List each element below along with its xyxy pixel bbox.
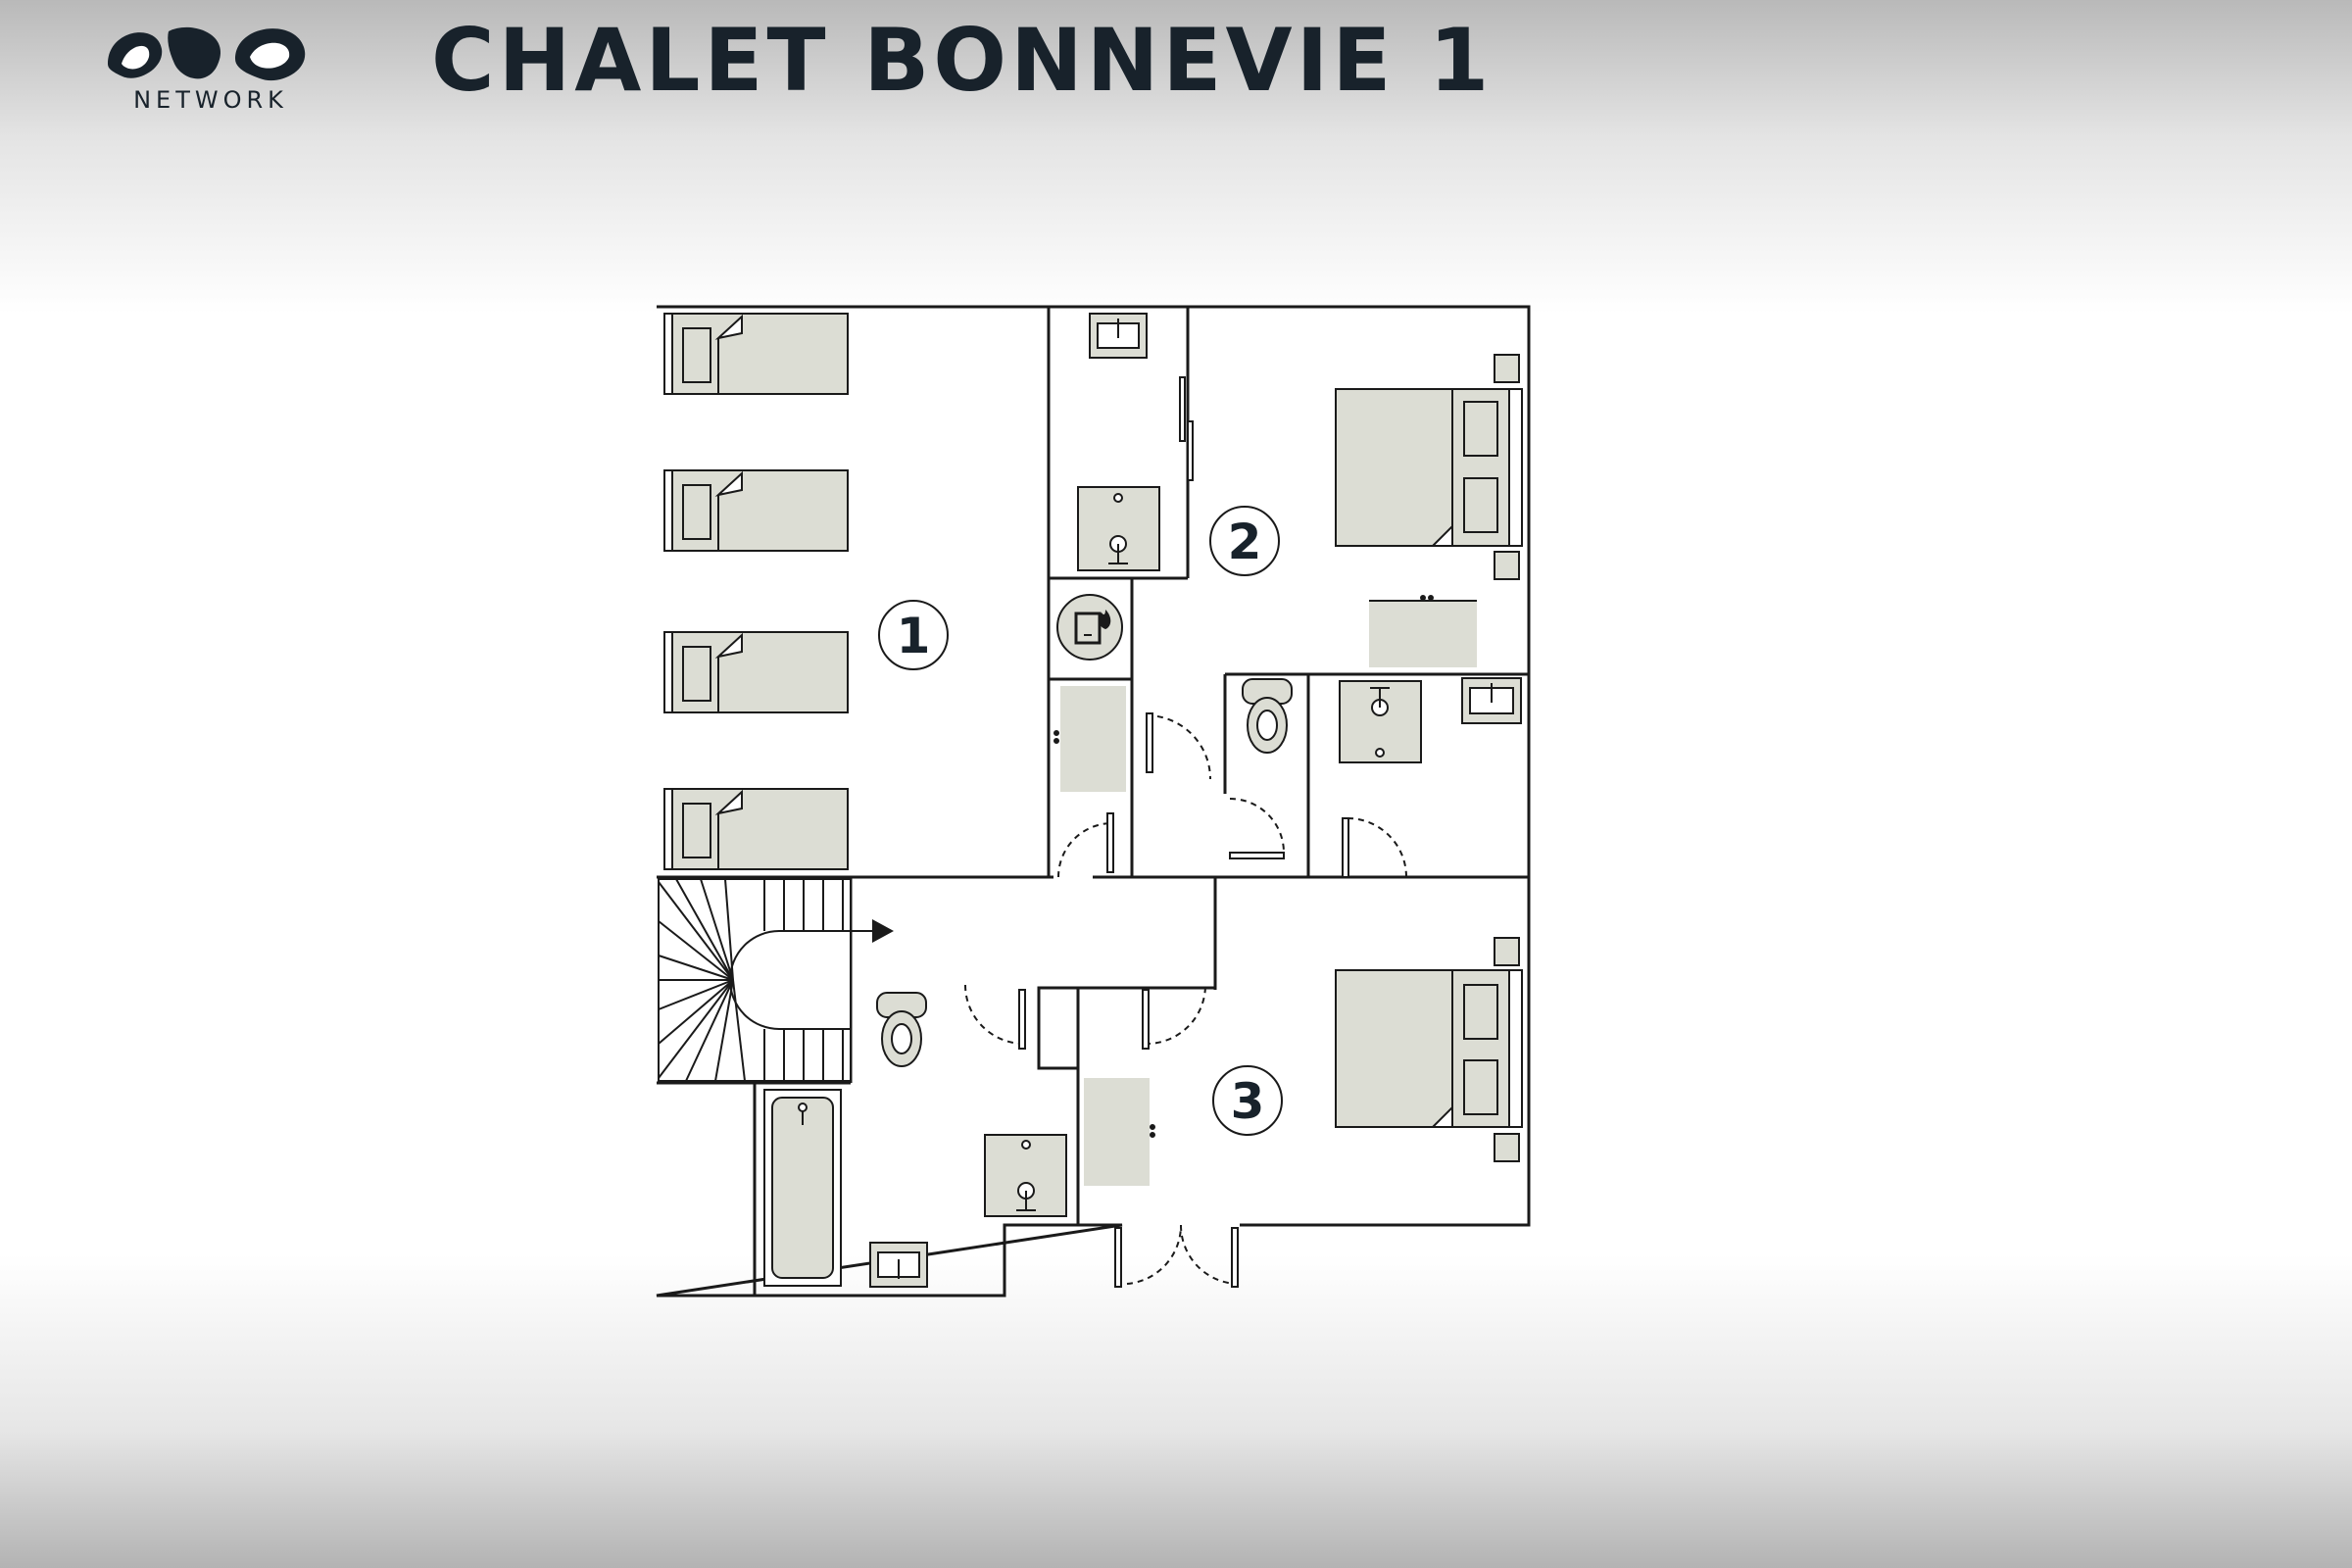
room-label-1: 1 xyxy=(878,600,949,670)
sink xyxy=(1461,677,1522,724)
nightstand xyxy=(1494,551,1520,580)
double-bed xyxy=(1335,354,1523,580)
svg-text:3: 3 xyxy=(1231,1073,1265,1130)
wardrobe xyxy=(1084,1078,1150,1186)
sink xyxy=(869,1242,928,1288)
nightstand xyxy=(1494,354,1520,383)
sliding-door xyxy=(1179,376,1186,442)
door-swing xyxy=(964,984,1025,1045)
wardrobe xyxy=(1060,686,1126,792)
door-leaf xyxy=(1146,712,1153,773)
nightstand xyxy=(1494,1133,1520,1162)
header: NETWORK CHALET BONNEVIE 1 xyxy=(0,0,2352,137)
shower-tray xyxy=(1339,680,1422,763)
shower-tray xyxy=(1077,486,1160,571)
door-swing xyxy=(1144,984,1206,1046)
single-bed xyxy=(663,631,849,713)
bathtub xyxy=(763,1089,842,1287)
door-swing xyxy=(1057,822,1113,878)
nightstand xyxy=(1494,937,1520,966)
sink xyxy=(1089,313,1148,359)
door-leaf xyxy=(1114,1227,1122,1288)
svg-text:1: 1 xyxy=(897,608,931,664)
door-swing xyxy=(1146,714,1211,780)
logo-wordmark: NETWORK xyxy=(133,86,288,114)
room-label-3: 3 xyxy=(1212,1065,1283,1136)
stair-niche xyxy=(1037,986,1080,1070)
door-swing xyxy=(1179,1224,1236,1285)
toilet xyxy=(1242,678,1293,754)
wardrobe xyxy=(1369,601,1477,667)
door-leaf xyxy=(1018,989,1026,1050)
single-bed xyxy=(663,469,849,552)
door-swing xyxy=(1229,798,1285,854)
stair-arrow xyxy=(872,919,894,943)
single-beds xyxy=(663,313,849,870)
boiler-icon xyxy=(1056,594,1123,661)
single-bed xyxy=(663,313,849,395)
svg-text:2: 2 xyxy=(1228,514,1262,570)
sliding-door xyxy=(1187,420,1194,481)
page-title: CHALET BONNEVIE 1 xyxy=(431,10,1494,111)
door-leaf xyxy=(1229,852,1285,859)
ovo-network-logo xyxy=(108,26,306,81)
door-swing xyxy=(1126,1224,1183,1285)
door-leaf xyxy=(1106,812,1114,873)
door-leaf xyxy=(1231,1227,1239,1288)
door-leaf xyxy=(1142,989,1150,1050)
double-bed xyxy=(1335,937,1523,1162)
door-leaf xyxy=(1342,817,1349,878)
room-label-2: 2 xyxy=(1209,506,1280,576)
door-swing xyxy=(1347,817,1407,878)
staircase xyxy=(658,878,877,1082)
boiler-closet xyxy=(1047,576,1134,681)
single-bed xyxy=(663,788,849,870)
toilet xyxy=(876,992,927,1067)
shower-tray xyxy=(984,1134,1067,1217)
